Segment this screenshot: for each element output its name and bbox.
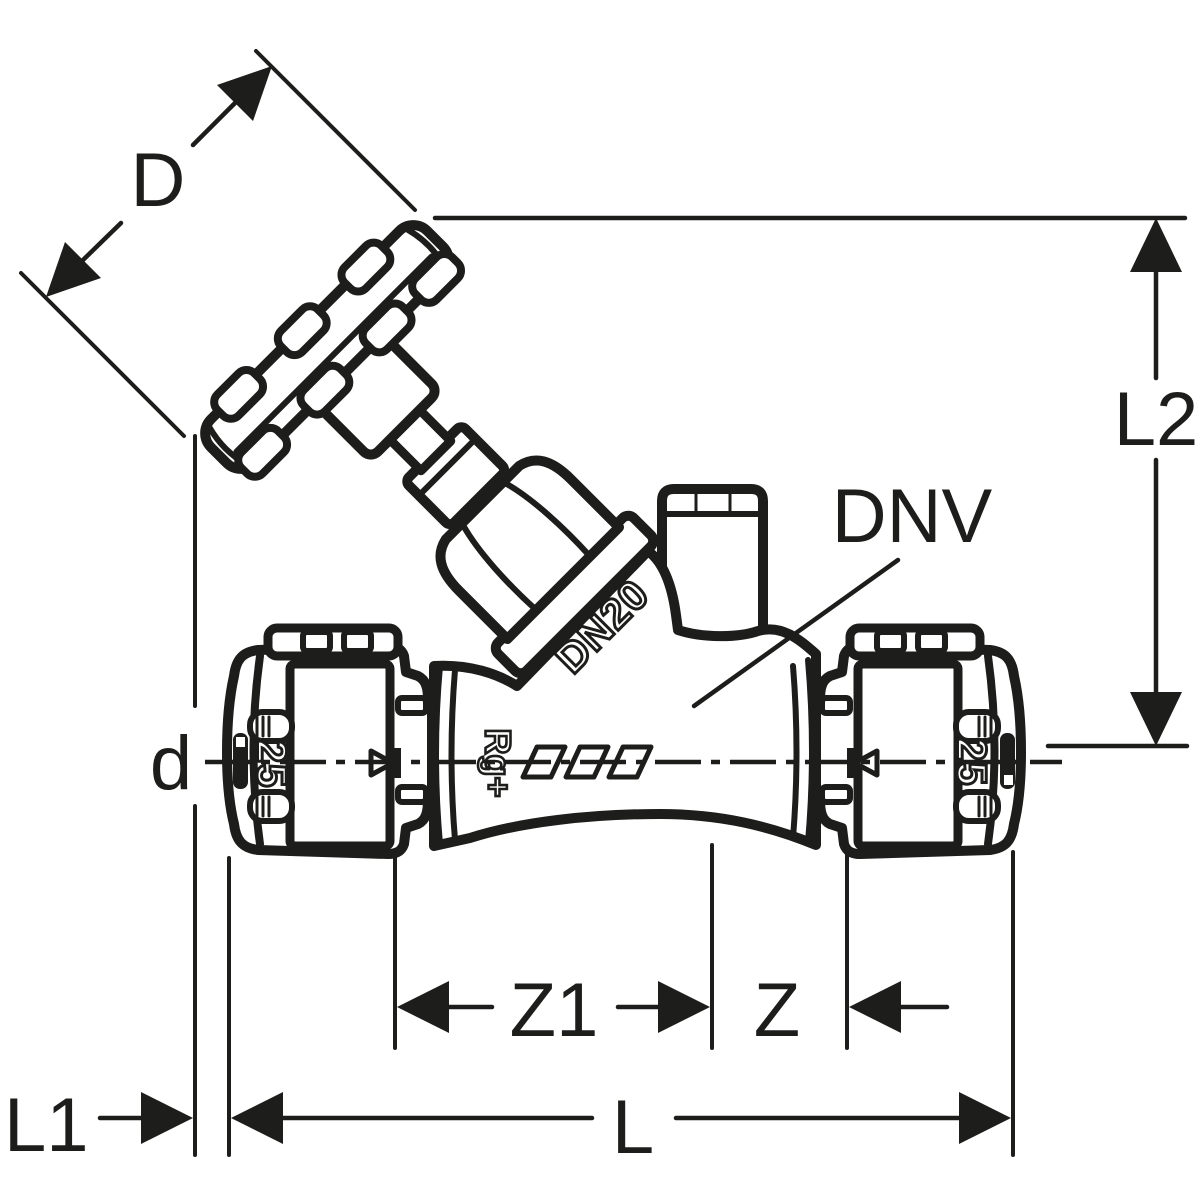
- dimension-z1: Z1: [397, 968, 710, 1053]
- arrowhead-down-left: [46, 242, 101, 297]
- label-pipe-diameter: d: [150, 721, 192, 806]
- indicator-window: [236, 737, 245, 747]
- dnv-port-stub: [657, 484, 768, 653]
- dimension-z: Z: [754, 968, 950, 1053]
- push-fit-connector-left: 25: [227, 628, 432, 854]
- push-fit-connector-right: 25: [816, 628, 1021, 854]
- arrowhead-down: [1130, 692, 1182, 746]
- label-l1: L1: [4, 1083, 89, 1168]
- material-marking: Rg+: [478, 728, 519, 797]
- bonnet-hex-nut: [435, 455, 625, 645]
- dimension-l: L: [231, 1085, 1011, 1170]
- label-dnv: DNV: [832, 474, 993, 559]
- arrowhead-up: [1130, 218, 1182, 272]
- handwheel-grip-slot: [210, 365, 268, 423]
- handwheel-grip-slot: [273, 302, 331, 360]
- label-d-diameter: D: [131, 138, 186, 223]
- handwheel-grip-lobe: [296, 361, 354, 419]
- dnv-port: [657, 484, 768, 653]
- dimension-l1: L1: [4, 1083, 193, 1168]
- handwheel-assembly: [200, 220, 659, 679]
- handwheel-grip-slot: [337, 238, 395, 296]
- extension-lines: [193, 434, 1015, 1157]
- dnv-leader-line: [691, 557, 901, 709]
- arrowhead-up-right: [217, 66, 272, 121]
- label-z: Z: [754, 968, 800, 1053]
- label-l: L: [612, 1085, 654, 1170]
- handwheel-grip-lobe: [234, 423, 292, 481]
- indicator-window: [1004, 775, 1013, 785]
- label-l2: L2: [1114, 377, 1199, 462]
- handwheel-grip-lobe: [358, 299, 416, 357]
- label-z1: Z1: [510, 968, 599, 1053]
- dimension-l2: L2: [432, 215, 1199, 749]
- handwheel-grip-lobe: [408, 249, 466, 307]
- dimension-handwheel-diameter: D: [19, 49, 417, 438]
